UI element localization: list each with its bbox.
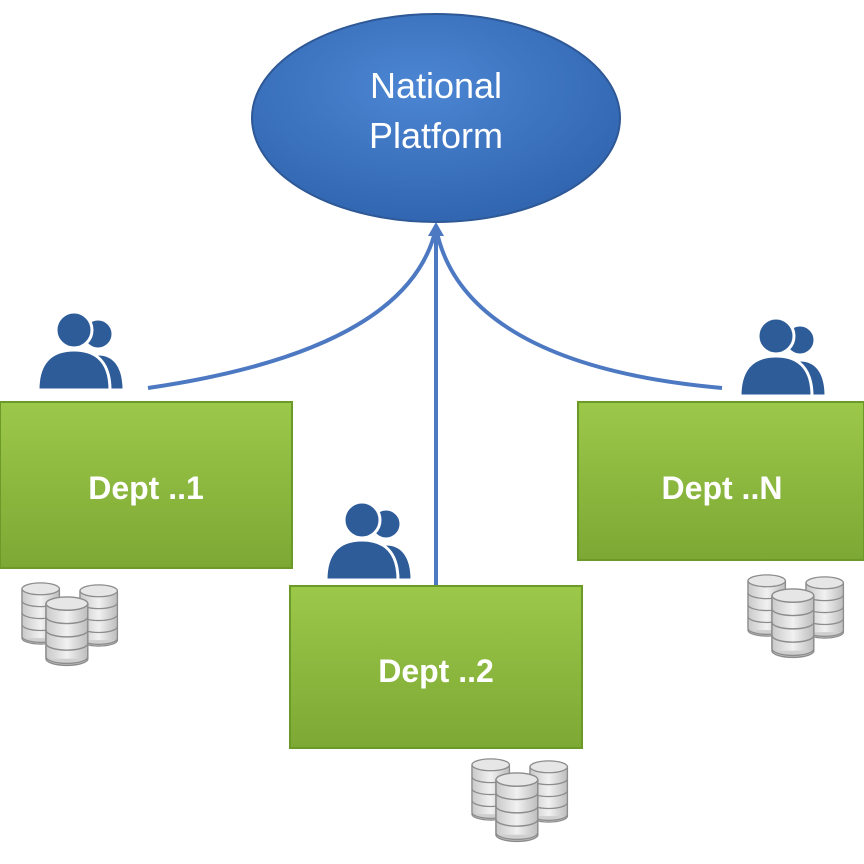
connector-dept-n <box>434 227 723 390</box>
hub-label-line2: Platform <box>369 115 503 156</box>
users-group-icon <box>324 500 414 582</box>
dept-2-box <box>289 585 583 749</box>
users-group-icon <box>738 316 828 398</box>
database-stack-icon <box>22 583 117 666</box>
dept-1-box <box>0 401 293 569</box>
users-group-icon <box>36 310 126 392</box>
dept-2-node[interactable]: Dept ..2 <box>289 500 583 842</box>
database-stack-icon <box>748 575 843 658</box>
database-stack-icon <box>472 759 567 842</box>
hub-label-line1: National <box>370 65 502 106</box>
dept-n-label: Dept ..N <box>662 470 783 506</box>
connectors <box>147 222 723 586</box>
dept-1-label: Dept ..1 <box>88 470 204 506</box>
national-platform-node[interactable]: National Platform <box>251 13 621 223</box>
connector-dept-1 <box>147 227 438 390</box>
dept-2-label: Dept ..2 <box>378 653 494 689</box>
hub-ellipse <box>251 13 621 223</box>
dept-n-box <box>577 401 864 561</box>
dept-1-node[interactable]: Dept ..1 <box>0 310 293 666</box>
arrow-head <box>428 222 444 236</box>
dept-n-node[interactable]: Dept ..N <box>577 316 864 658</box>
